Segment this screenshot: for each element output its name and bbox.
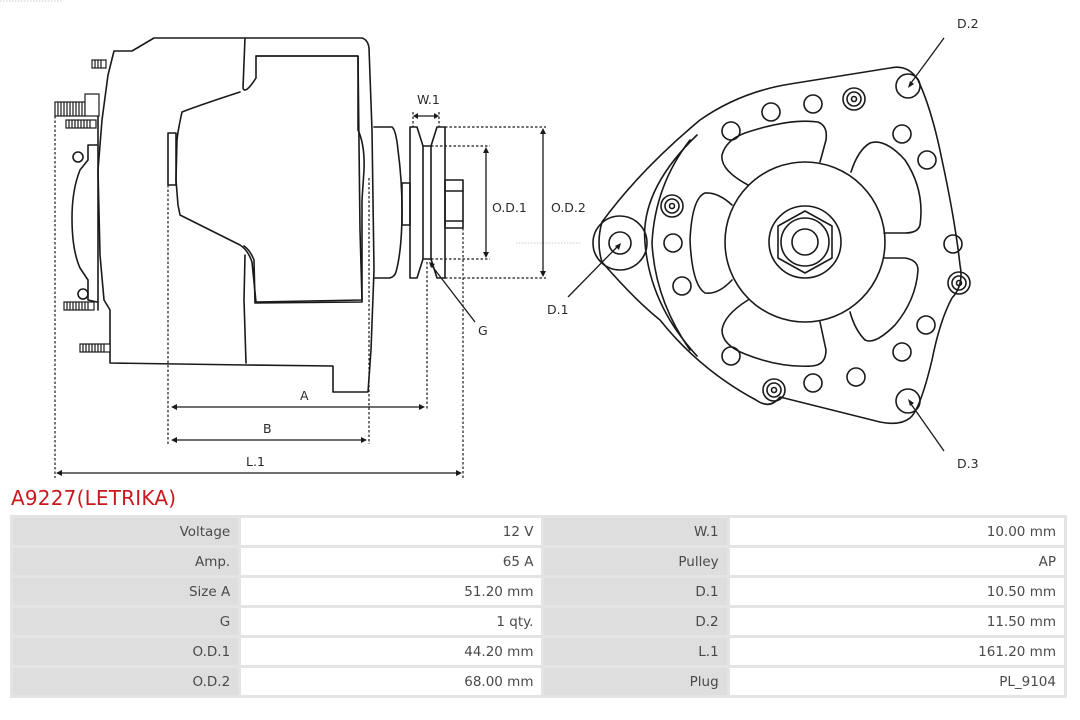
- spec-label: W.1: [544, 518, 727, 545]
- vent-window-right-bottom: [849, 257, 919, 342]
- spec-label: D.1: [544, 578, 727, 605]
- spec-label: O.D.2: [13, 668, 239, 695]
- spec-label: Amp.: [13, 548, 239, 575]
- nut-washer: [768, 205, 842, 279]
- d3-hole: [895, 388, 921, 414]
- spec-row: Amp. 65 A Pulley AP: [13, 548, 1064, 575]
- spec-value: 11.50 mm: [729, 608, 1064, 635]
- spec-value: 68.00 mm: [241, 668, 542, 695]
- label-a: A: [300, 388, 309, 403]
- housing-window: [243, 55, 365, 304]
- spec-table: Voltage 12 V W.1 10.00 mm Amp. 65 A Pull…: [10, 515, 1067, 698]
- front-hub: [373, 126, 403, 279]
- leader-g: [429, 262, 476, 323]
- alternator-technical-drawing: W.1 O.D.1 O.D.2 G A B L.1: [0, 0, 979, 478]
- spec-label: Size A: [13, 578, 239, 605]
- shaft-end: [791, 228, 819, 256]
- housing-seam-lower: [243, 254, 247, 364]
- spec-label: L.1: [544, 638, 727, 665]
- vent-window-left: [689, 192, 733, 295]
- dim-b: [171, 437, 367, 443]
- front-view: D.2 D.3 D.1: [547, 16, 979, 471]
- spec-row: O.D.2 68.00 mm Plug PL_9104: [13, 668, 1064, 695]
- spec-value: 12 V: [241, 518, 542, 545]
- spec-row: G 1 qty. D.2 11.50 mm: [13, 608, 1064, 635]
- leader-d1: [567, 243, 621, 298]
- spec-label: Voltage: [13, 518, 239, 545]
- rear-cap: [71, 144, 98, 303]
- dim-a: [171, 404, 425, 410]
- label-g: G: [478, 323, 488, 338]
- stud-threads: [57, 60, 105, 352]
- spec-value: PL_9104: [729, 668, 1064, 695]
- housing-outline: [97, 37, 375, 393]
- leader-d2: [908, 37, 945, 88]
- vent-window-top: [721, 120, 828, 186]
- d1-mount-ear: [592, 215, 648, 271]
- spec-row: O.D.1 44.20 mm L.1 161.20 mm: [13, 638, 1064, 665]
- shaft-hex-nut: [777, 210, 833, 274]
- label-w1: W.1: [417, 92, 440, 107]
- spec-value: 51.20 mm: [241, 578, 542, 605]
- rear-cap-knob-top: [72, 151, 84, 163]
- flange-holes: [663, 73, 963, 414]
- front-hub-disc: [724, 161, 886, 323]
- spec-row: Size A 51.20 mm D.1 10.50 mm: [13, 578, 1064, 605]
- label-d1: D.1: [547, 302, 569, 317]
- product-title: A9227(LETRIKA): [11, 486, 177, 510]
- nut-inner-ring: [780, 217, 830, 267]
- dim-od2: [540, 128, 546, 277]
- spec-row: Voltage 12 V W.1 10.00 mm: [13, 518, 1064, 545]
- front-flange-inner-arc: [643, 134, 698, 357]
- spec-value: 10.00 mm: [729, 518, 1064, 545]
- vent-window-right-top: [850, 141, 922, 234]
- d1-hole: [608, 231, 632, 255]
- spec-value: 44.20 mm: [241, 638, 542, 665]
- label-b: B: [263, 421, 272, 436]
- d2-hole: [895, 73, 921, 99]
- label-d3: D.3: [957, 456, 979, 471]
- vent-window-bottom: [721, 299, 827, 368]
- shaft-nut: [444, 179, 464, 229]
- spec-label: Plug: [544, 668, 727, 695]
- spec-label: O.D.1: [13, 638, 239, 665]
- housing-seam: [175, 37, 363, 303]
- spec-value: 161.20 mm: [729, 638, 1064, 665]
- spec-value: 65 A: [241, 548, 542, 575]
- front-flange-outline: [598, 66, 962, 425]
- pulley-body: [409, 126, 446, 279]
- housing-boss: [167, 132, 177, 186]
- leader-d3: [908, 399, 945, 452]
- spec-value: AP: [729, 548, 1064, 575]
- dim-l1: [56, 470, 462, 476]
- spec-label: Pulley: [544, 548, 727, 575]
- rear-cap-knob-bottom: [77, 288, 89, 300]
- spec-label: G: [13, 608, 239, 635]
- shaft-collar: [401, 182, 411, 226]
- label-od1: O.D.1: [492, 200, 527, 215]
- spec-value: 10.50 mm: [729, 578, 1064, 605]
- label-l1: L.1: [246, 454, 265, 469]
- side-view: W.1 O.D.1 O.D.2 G A B L.1: [54, 37, 586, 478]
- front-flange-inner-arc-2: [651, 139, 691, 351]
- through-bolts: [660, 87, 971, 402]
- spec-value: 1 qty.: [241, 608, 542, 635]
- label-d2: D.2: [957, 16, 979, 31]
- spec-label: D.2: [544, 608, 727, 635]
- dim-od1: [483, 147, 489, 258]
- dim-w1: [413, 113, 439, 119]
- label-od2: O.D.2: [551, 200, 586, 215]
